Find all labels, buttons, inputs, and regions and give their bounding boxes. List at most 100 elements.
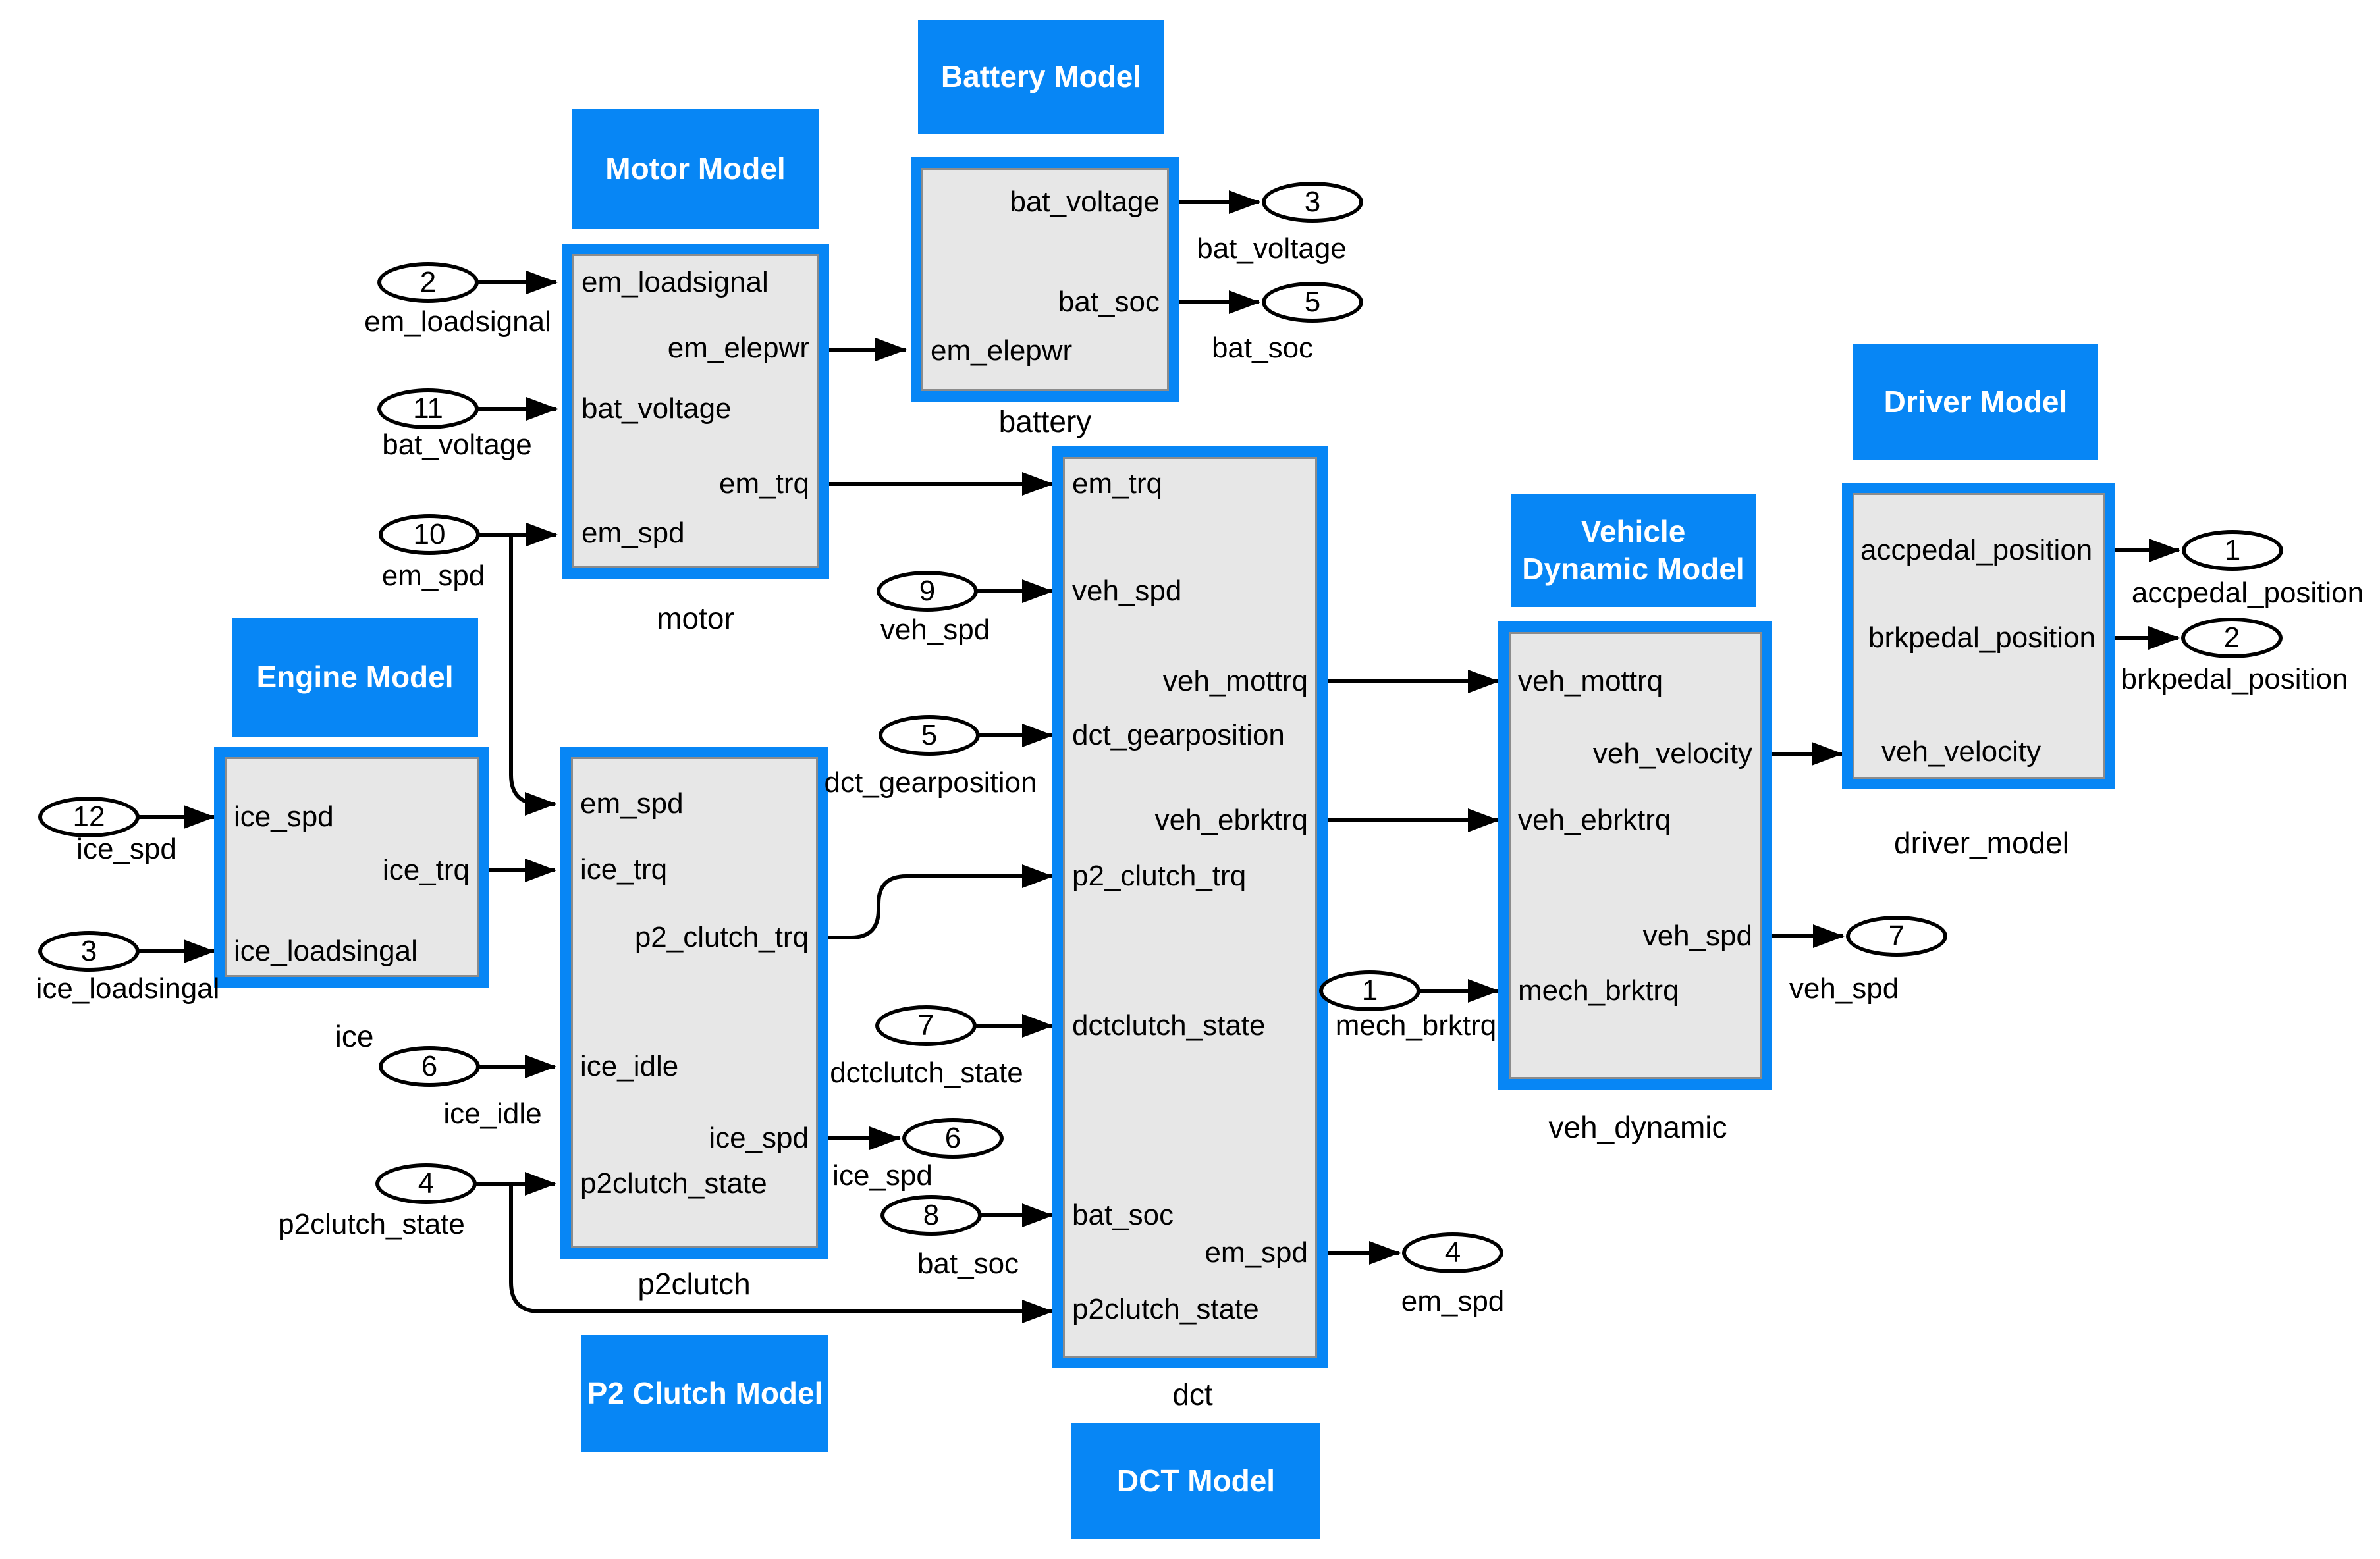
block-driver-model-body: [1853, 493, 2105, 779]
port-dct-dct-gearposition[interactable]: dct_gearposition: [1072, 719, 1285, 751]
port-driver-accpedal-position[interactable]: accpedal_position: [1860, 534, 2093, 566]
port-dct-veh-spd[interactable]: veh_spd: [1072, 575, 1182, 607]
port-dct-veh-ebrktrq[interactable]: veh_ebrktrq: [1154, 804, 1308, 836]
outport-oval-em-spd[interactable]: 4: [1402, 1232, 1503, 1273]
engine-model-title[interactable]: Engine Model: [232, 618, 478, 737]
port-p2clutch-p2clutch-state[interactable]: p2clutch_state: [580, 1167, 767, 1200]
port-p2clutch-em-spd[interactable]: em_spd: [580, 787, 684, 820]
port-battery-bat-voltage[interactable]: bat_voltage: [1010, 186, 1160, 218]
port-veh-dynamic-veh-ebrktrq[interactable]: veh_ebrktrq: [1518, 804, 1671, 836]
outport-label-veh-spd: veh_spd: [1789, 972, 1899, 1005]
outport-label-accpedal-position: accpedal_position: [2131, 577, 2364, 609]
port-battery-bat-soc[interactable]: bat_soc: [1058, 286, 1160, 318]
port-driver-brkpedal-position[interactable]: brkpedal_position: [1868, 621, 2096, 654]
port-veh-dynamic-veh-velocity[interactable]: veh_velocity: [1592, 737, 1752, 770]
outport-label-ice-spd: ice_spd: [832, 1159, 933, 1192]
port-motor-em-elepwr[interactable]: em_elepwr: [667, 332, 809, 364]
port-dct-veh-mottrq[interactable]: veh_mottrq: [1162, 665, 1308, 697]
outport-oval-veh-spd[interactable]: 7: [1846, 916, 1947, 957]
block-dct[interactable]: em_trq veh_spd veh_mottrq dct_gearpositi…: [1052, 446, 1328, 1368]
inport-oval-veh-spd[interactable]: 9: [877, 571, 978, 612]
inport-oval-em-loadsignal[interactable]: 2: [377, 262, 479, 303]
inport-label-ice-loadsingal: ice_loadsingal: [36, 972, 220, 1005]
port-motor-em-loadsignal[interactable]: em_loadsignal: [581, 266, 769, 298]
port-dct-bat-soc[interactable]: bat_soc: [1072, 1199, 1174, 1231]
port-dct-p2-clutch-trq[interactable]: p2_clutch_trq: [1072, 860, 1247, 892]
vehicle-dynamic-model-title[interactable]: Vehicle Dynamic Model: [1511, 494, 1756, 607]
port-p2clutch-ice-spd[interactable]: ice_spd: [709, 1122, 809, 1154]
block-veh-dynamic-body: [1509, 632, 1762, 1079]
signal-line-p2-clutch-trq[interactable]: [828, 864, 1054, 939]
inport-label-dctclutch-state: dctclutch_state: [830, 1057, 1023, 1089]
port-ice-ice-loadsingal[interactable]: ice_loadsingal: [234, 935, 418, 967]
outport-oval-bat-voltage[interactable]: 3: [1262, 182, 1363, 223]
inport-oval-dctclutch-state[interactable]: 7: [875, 1005, 977, 1046]
block-battery-body: [921, 168, 1169, 391]
block-label-ice: ice: [335, 1019, 374, 1053]
inport-oval-dct-gearposition[interactable]: 5: [879, 715, 980, 756]
port-dct-p2clutch-state[interactable]: p2clutch_state: [1072, 1293, 1259, 1325]
block-label-motor: motor: [657, 601, 734, 635]
p2-clutch-model-title[interactable]: P2 Clutch Model: [581, 1335, 828, 1452]
port-veh-dynamic-veh-mottrq[interactable]: veh_mottrq: [1518, 665, 1663, 697]
block-ice[interactable]: ice_spd ice_trq ice_loadsingal: [214, 747, 489, 988]
outport-label-em-spd: em_spd: [1401, 1285, 1505, 1317]
block-dct-body: [1063, 457, 1317, 1358]
inport-oval-ice-loadsingal[interactable]: 3: [38, 931, 140, 972]
port-p2clutch-ice-trq[interactable]: ice_trq: [580, 853, 668, 885]
inport-oval-ice-idle[interactable]: 6: [379, 1046, 480, 1087]
port-p2clutch-ice-idle[interactable]: ice_idle: [580, 1050, 679, 1082]
block-battery[interactable]: bat_voltage bat_soc em_elepwr: [911, 157, 1179, 402]
block-motor-body: [572, 254, 819, 568]
motor-model-title[interactable]: Motor Model: [572, 109, 819, 229]
driver-model-title[interactable]: Driver Model: [1853, 344, 2098, 460]
block-label-driver-model: driver_model: [1894, 826, 2069, 860]
port-battery-em-elepwr[interactable]: em_elepwr: [931, 334, 1073, 367]
outport-oval-accpedal-position[interactable]: 1: [2182, 530, 2283, 571]
block-driver-model[interactable]: accpedal_position brkpedal_position veh_…: [1842, 483, 2115, 789]
signal-line-p2clutch-state-branch[interactable]: [509, 1184, 1054, 1323]
inport-label-ice-idle: ice_idle: [443, 1097, 542, 1130]
port-p2clutch-p2-clutch-trq[interactable]: p2_clutch_trq: [634, 921, 809, 953]
inport-oval-ice-spd[interactable]: 12: [38, 797, 140, 837]
inport-label-em-loadsignal: em_loadsignal: [364, 305, 551, 338]
inport-label-mech-brktrq: mech_brktrq: [1335, 1009, 1497, 1042]
outport-label-bat-voltage: bat_voltage: [1197, 232, 1347, 265]
inport-oval-bat-voltage[interactable]: 11: [377, 388, 479, 429]
signal-line-em-spd-branch[interactable]: [509, 535, 556, 816]
inport-label-ice-spd: ice_spd: [76, 833, 176, 865]
block-label-battery: battery: [998, 404, 1092, 438]
inport-label-bat-soc: bat_soc: [917, 1248, 1019, 1280]
inport-oval-bat-soc[interactable]: 8: [880, 1195, 982, 1236]
battery-model-title[interactable]: Battery Model: [918, 20, 1164, 134]
block-p2clutch[interactable]: em_spd ice_trq p2_clutch_trq ice_idle ic…: [560, 747, 828, 1259]
port-dct-em-trq[interactable]: em_trq: [1072, 467, 1162, 500]
inport-oval-p2clutch-state[interactable]: 4: [375, 1163, 477, 1204]
outport-oval-brkpedal-position[interactable]: 2: [2181, 618, 2283, 658]
port-dct-dctclutch-state[interactable]: dctclutch_state: [1072, 1009, 1266, 1042]
inport-oval-em-spd[interactable]: 10: [379, 514, 480, 555]
dct-model-title[interactable]: DCT Model: [1071, 1423, 1320, 1539]
block-ice-body: [225, 757, 479, 977]
block-veh-dynamic[interactable]: veh_mottrq veh_velocity veh_ebrktrq veh_…: [1498, 621, 1772, 1090]
port-motor-em-spd[interactable]: em_spd: [581, 517, 685, 549]
port-veh-dynamic-veh-spd[interactable]: veh_spd: [1642, 920, 1752, 952]
outport-label-bat-soc: bat_soc: [1211, 332, 1314, 364]
port-ice-ice-trq[interactable]: ice_trq: [382, 854, 470, 886]
port-dct-em-spd[interactable]: em_spd: [1204, 1236, 1308, 1269]
inport-label-p2clutch-state: p2clutch_state: [278, 1208, 465, 1240]
block-label-p2clutch: p2clutch: [637, 1267, 751, 1301]
outport-oval-ice-spd[interactable]: 6: [902, 1118, 1004, 1159]
outport-label-brkpedal-position: brkpedal_position: [2121, 663, 2348, 695]
port-veh-dynamic-mech-brktrq[interactable]: mech_brktrq: [1518, 974, 1679, 1007]
port-motor-em-trq[interactable]: em_trq: [719, 467, 809, 500]
block-motor[interactable]: em_loadsignal em_elepwr bat_voltage em_t…: [562, 244, 829, 579]
port-driver-veh-velocity[interactable]: veh_velocity: [1881, 735, 2042, 768]
inport-oval-mech-brktrq[interactable]: 1: [1319, 970, 1420, 1011]
port-motor-bat-voltage[interactable]: bat_voltage: [581, 392, 732, 425]
block-label-dct: dct: [1172, 1377, 1213, 1412]
port-ice-ice-spd[interactable]: ice_spd: [234, 801, 334, 833]
outport-oval-bat-soc[interactable]: 5: [1262, 282, 1363, 323]
